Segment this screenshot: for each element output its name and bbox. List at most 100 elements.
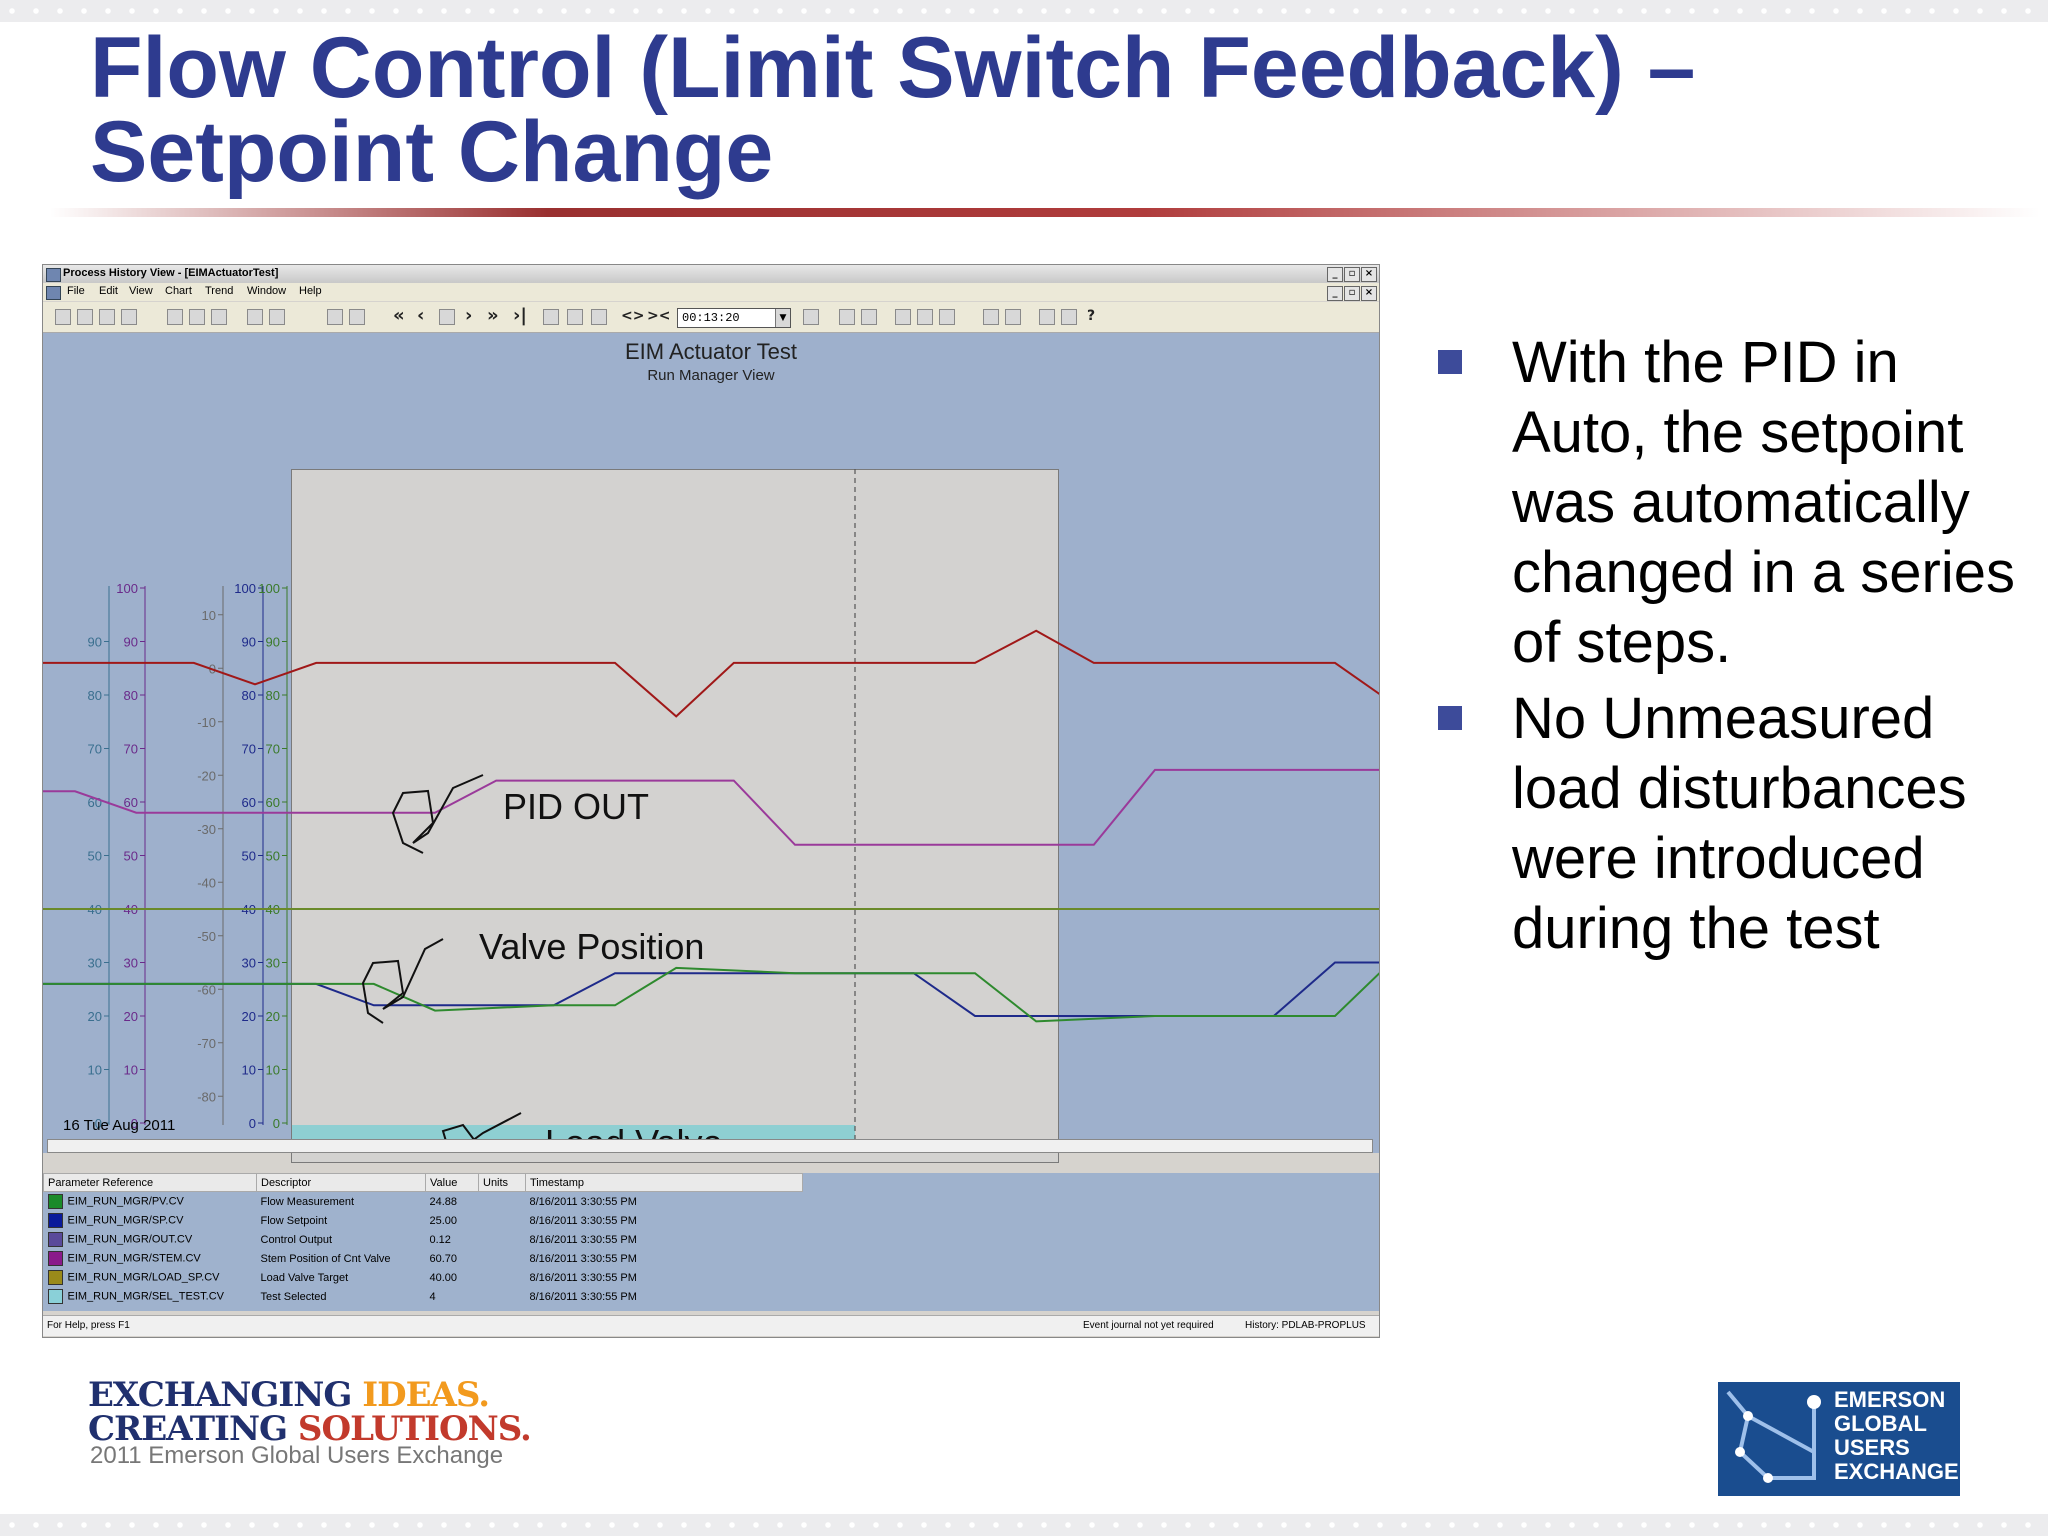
chevron-down-icon[interactable]: ▼ <box>775 309 790 327</box>
trend-chart[interactable]: 0102030405060708090010203040506070809010… <box>43 333 1379 1153</box>
series-color-swatch <box>47 1232 63 1247</box>
scale-icon[interactable] <box>543 309 559 325</box>
filter-icon[interactable] <box>247 309 263 325</box>
open-icon[interactable] <box>77 309 93 325</box>
col-timestamp[interactable]: Timestamp <box>525 1173 803 1192</box>
page-back-fast-icon[interactable]: « <box>393 305 405 326</box>
doc-minimize-icon[interactable]: _ <box>1327 286 1343 301</box>
y-tick-label: 50 <box>242 849 256 864</box>
series-line-pv <box>43 966 1379 1023</box>
cell-timestamp: 8/16/2011 3:30:55 PM <box>526 1287 803 1306</box>
y-tick-label: 90 <box>266 635 280 650</box>
annotation2-icon[interactable] <box>917 309 933 325</box>
cell-descriptor-text: Load Valve Target <box>260 1271 349 1284</box>
slide-title-line2: Setpoint Change <box>90 104 774 200</box>
doc-window-controls: _ ▫ × <box>1327 286 1377 301</box>
new-icon[interactable] <box>55 309 71 325</box>
slogan-ideas: IDEAS. <box>362 1375 490 1415</box>
cell-value: 0.12 <box>426 1230 479 1249</box>
filter-clear-icon[interactable] <box>269 309 285 325</box>
list-icon[interactable] <box>349 309 365 325</box>
save-icon[interactable] <box>99 309 115 325</box>
refresh-icon[interactable] <box>1039 309 1055 325</box>
annotation-icon[interactable] <box>895 309 911 325</box>
print-icon[interactable] <box>121 309 137 325</box>
handwritten-loop-icon <box>361 938 444 1024</box>
col-parameter-reference[interactable]: Parameter Reference <box>43 1173 257 1192</box>
y-tick-label: -10 <box>197 715 216 730</box>
grid-icon[interactable] <box>983 309 999 325</box>
cell-value: 4 <box>426 1287 479 1306</box>
sort-desc-icon[interactable] <box>189 309 205 325</box>
y-tick-label: 70 <box>88 742 102 757</box>
help-icon[interactable]: ? <box>1087 308 1096 324</box>
zoom-in-icon[interactable] <box>567 309 583 325</box>
slide-title: Flow Control (Limit Switch Feedback) – S… <box>90 25 1695 195</box>
center-icon[interactable] <box>439 309 455 325</box>
col-value[interactable]: Value <box>425 1173 479 1192</box>
y-tick-label: -30 <box>197 822 216 837</box>
page-forward-icon[interactable]: › <box>465 305 473 326</box>
cell-timestamp-text: 8/16/2011 3:30:55 PM <box>529 1271 637 1284</box>
series-color-swatch <box>47 1251 63 1266</box>
y-tick-label: 30 <box>242 956 256 971</box>
camera-icon[interactable] <box>803 309 819 325</box>
minimize-icon[interactable]: _ <box>1327 267 1343 282</box>
print-preview-icon[interactable] <box>327 309 343 325</box>
page-forward-fast-icon[interactable]: » <box>487 305 499 326</box>
window-title: Process History View - [EIMActuatorTest] <box>63 267 279 279</box>
menu-edit[interactable]: Edit <box>99 285 118 297</box>
time-scrollbar[interactable] <box>47 1139 1373 1153</box>
menu-help[interactable]: Help <box>299 285 322 297</box>
y-tick-label: -40 <box>197 875 216 890</box>
cell-descriptor: Flow Setpoint <box>257 1211 426 1230</box>
sort-icon[interactable] <box>167 309 183 325</box>
doc-restore-icon[interactable]: ▫ <box>1344 286 1360 301</box>
cell-timestamp-text: 8/16/2011 3:30:55 PM <box>529 1214 637 1227</box>
cell-value-text: 24.88 <box>429 1195 458 1208</box>
menu-view[interactable]: View <box>129 285 153 297</box>
chart-title: EIM Actuator Test <box>624 339 797 364</box>
cell-timestamp: 8/16/2011 3:30:55 PM <box>526 1249 803 1268</box>
plot-area[interactable] <box>291 469 1059 1163</box>
table-icon[interactable] <box>1005 309 1021 325</box>
compress-icon[interactable]: >< <box>647 308 671 324</box>
y-tick-label: 0 <box>249 1116 256 1131</box>
cell-parameter-reference-text: EIM_RUN_MGR/LOAD_SP.CV <box>67 1271 220 1284</box>
cursor-icon[interactable] <box>839 309 855 325</box>
y-tick-label: 60 <box>266 795 280 810</box>
zoom-out-icon[interactable] <box>591 309 607 325</box>
menu-chart[interactable]: Chart <box>165 285 192 297</box>
cell-timestamp-text: 8/16/2011 3:30:55 PM <box>529 1252 637 1265</box>
doc-close-icon[interactable]: × <box>1361 286 1377 301</box>
cell-parameter-reference-text: EIM_RUN_MGR/PV.CV <box>67 1195 184 1208</box>
col-units[interactable]: Units <box>478 1173 526 1192</box>
bullet-text: No Unmeasured load disturbances were int… <box>1512 686 1967 961</box>
restore-icon[interactable]: ▫ <box>1344 267 1360 282</box>
menu-trend[interactable]: Trend <box>205 285 234 297</box>
cell-timestamp-text: 8/16/2011 3:30:55 PM <box>529 1233 637 1246</box>
sort-reset-icon[interactable] <box>211 309 227 325</box>
status-history-text: History: PDLAB-PROPLUS <box>1245 1320 1366 1331</box>
expand-icon[interactable]: <> <box>621 308 645 324</box>
chart-icon[interactable] <box>939 309 955 325</box>
page-back-icon[interactable]: ‹ <box>417 305 425 326</box>
menu-file[interactable]: File <box>67 285 85 297</box>
col-descriptor[interactable]: Descriptor <box>256 1173 426 1192</box>
settings-icon[interactable] <box>1061 309 1077 325</box>
cell-units <box>479 1249 526 1268</box>
menu-window[interactable]: Window <box>247 285 287 297</box>
time-span-value: 00:13:20 <box>682 311 740 325</box>
cursor2-icon[interactable] <box>861 309 877 325</box>
close-icon[interactable]: × <box>1361 267 1377 282</box>
cell-units <box>479 1287 526 1306</box>
cell-value: 60.70 <box>426 1249 479 1268</box>
time-span-select[interactable]: 00:13:20 ▼ <box>677 308 791 328</box>
go-end-icon[interactable]: ›| <box>513 305 527 326</box>
